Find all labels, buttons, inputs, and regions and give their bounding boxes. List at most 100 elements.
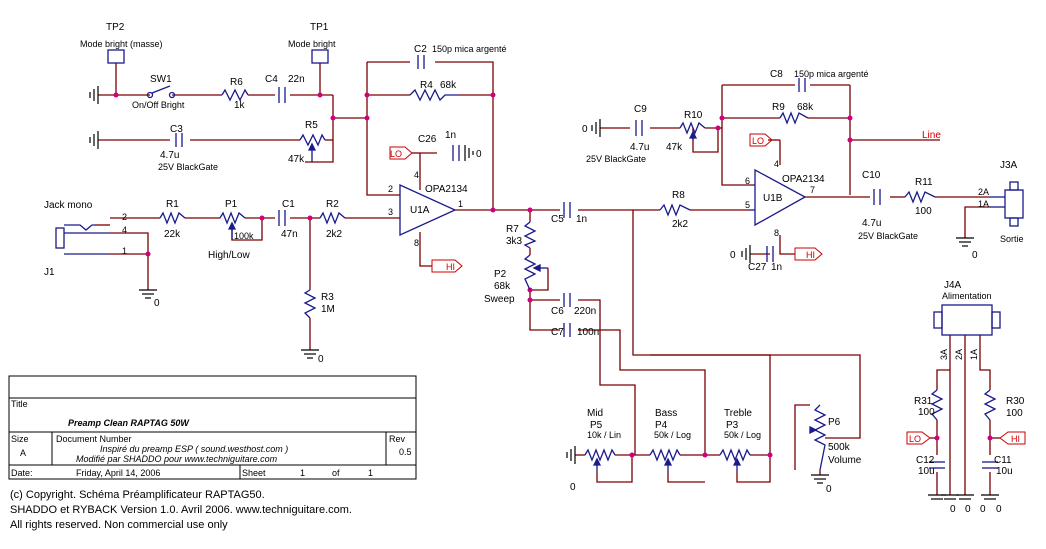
c9-value: 4.7u — [630, 142, 649, 153]
svg-text:8: 8 — [774, 228, 779, 238]
p1-desc: High/Low — [208, 250, 250, 261]
size-value: A — [20, 448, 26, 458]
r6-value: 1k — [234, 100, 246, 111]
c10-label: C10 — [862, 170, 881, 181]
svg-text:0: 0 — [972, 250, 978, 261]
r4-label: R4 — [420, 80, 433, 91]
c4-value: 22n — [288, 74, 305, 85]
p4-value: 50k / Log — [654, 430, 691, 440]
page-title: Preamp Clean RAPTAG 50W — [68, 418, 190, 428]
svg-text:4: 4 — [414, 170, 419, 180]
c3-label: C3 — [170, 124, 183, 135]
c8-label: C8 — [770, 69, 783, 80]
p6-label: P6 — [828, 417, 841, 428]
c7-value: 100n — [577, 327, 599, 338]
svg-text:0: 0 — [980, 504, 986, 515]
c26-label: C26 — [418, 134, 437, 145]
copyright-footer: (c) Copyright. Schéma Préamplificateur R… — [10, 489, 352, 531]
p3-value: 50k / Log — [724, 430, 761, 440]
c26-value: 1n — [445, 130, 456, 141]
r10-label: R10 — [684, 110, 703, 121]
date-label: Date: — [11, 468, 33, 478]
c11-label: C11 — [994, 455, 1012, 466]
r11-label: R11 — [915, 177, 933, 188]
sw1-desc: On/Off Bright — [132, 100, 185, 110]
lo-flag-power — [906, 431, 931, 445]
tp1-connector-symbol — [311, 49, 329, 64]
r3-value: 1M — [321, 304, 335, 315]
components — [55, 49, 1024, 472]
c1-label: C1 — [282, 199, 295, 210]
footer-line-2: SHADDO et RYBACK Version 1.0. Avril 2006… — [10, 504, 352, 516]
svg-text:4: 4 — [774, 159, 779, 169]
u1a-opamp-symbol — [399, 183, 457, 237]
r8-value: 2k2 — [672, 219, 689, 230]
c11-value: 10u — [996, 466, 1013, 477]
footer-line-3: All rights reserved. Non commercial use … — [10, 519, 228, 531]
c8-value: 150p mica argenté — [794, 69, 869, 79]
wires — [95, 61, 1000, 495]
u1a-label: U1A — [410, 205, 430, 216]
doc-line-2: Modifié par SHADDO pour www.techniguitar… — [76, 454, 278, 464]
r10-value: 47k — [666, 142, 683, 153]
p5-value: 10k / Lin — [587, 430, 621, 440]
c3-value: 4.7u — [160, 150, 179, 161]
r31-label: R31 — [914, 396, 933, 407]
bass-label: Bass — [655, 408, 677, 419]
hi-flag-power — [999, 431, 1026, 445]
r11-value: 100 — [915, 206, 932, 217]
r7-value: 3k3 — [506, 236, 523, 247]
hi-flag-u1a — [431, 259, 463, 273]
svg-text:2: 2 — [122, 212, 127, 222]
tp2-connector-symbol — [107, 49, 125, 64]
of-label: of — [332, 468, 340, 478]
c9-desc: 25V BlackGate — [586, 154, 646, 164]
j3a-label: J3A — [1000, 160, 1018, 171]
svg-text:0: 0 — [570, 482, 576, 493]
j1-label: J1 — [44, 267, 55, 278]
svg-text:LO: LO — [752, 136, 764, 146]
svg-text:0: 0 — [996, 504, 1002, 515]
c3-desc: 25V BlackGate — [158, 162, 218, 172]
sw1-label: SW1 — [150, 74, 172, 85]
svg-text:1A: 1A — [978, 199, 989, 209]
r5-label: R5 — [305, 120, 318, 131]
svg-text:0: 0 — [318, 354, 324, 365]
p6-value: 500k — [828, 442, 851, 453]
r1-value: 22k — [164, 229, 181, 240]
j4a-label: J4A — [944, 280, 962, 291]
p4-label: P4 — [655, 420, 668, 431]
p2-desc: Sweep — [484, 294, 515, 305]
tp1-desc: Mode bright — [288, 39, 336, 49]
p5-label: P5 — [590, 420, 603, 431]
svg-text:3A: 3A — [939, 349, 949, 360]
rev-value: 0.5 — [399, 447, 412, 457]
c10-value: 4.7u — [862, 218, 881, 229]
line-output-label: Line — [922, 130, 941, 141]
svg-text:5: 5 — [745, 200, 750, 210]
svg-text:7: 7 — [810, 185, 815, 195]
jack-label: Jack mono — [44, 200, 93, 211]
component-labels: TP2 Mode bright (masse) TP1 Mode bright … — [44, 22, 1025, 515]
r2-label: R2 — [326, 199, 339, 210]
date-value: Friday, April 14, 2006 — [76, 468, 160, 478]
svg-text:0: 0 — [965, 504, 971, 515]
svg-text:LO: LO — [390, 149, 402, 159]
p2-label: P2 — [494, 269, 507, 280]
p3-label: P3 — [726, 420, 739, 431]
p1-label: P1 — [225, 199, 238, 210]
lo-flag-u1b — [749, 133, 773, 147]
svg-text:0: 0 — [950, 504, 956, 515]
svg-text:8: 8 — [414, 238, 419, 248]
tp1-label: TP1 — [310, 22, 329, 33]
rev-label: Rev — [389, 434, 406, 444]
c10-desc: 25V BlackGate — [858, 231, 918, 241]
port-flags — [389, 133, 1026, 445]
svg-text:1A: 1A — [969, 349, 979, 360]
svg-text:0: 0 — [730, 250, 736, 261]
r5-value: 47k — [288, 154, 305, 165]
r30-label: R30 — [1006, 396, 1025, 407]
u1b-opamp-symbol — [754, 168, 807, 227]
r2-value: 2k2 — [326, 229, 343, 240]
